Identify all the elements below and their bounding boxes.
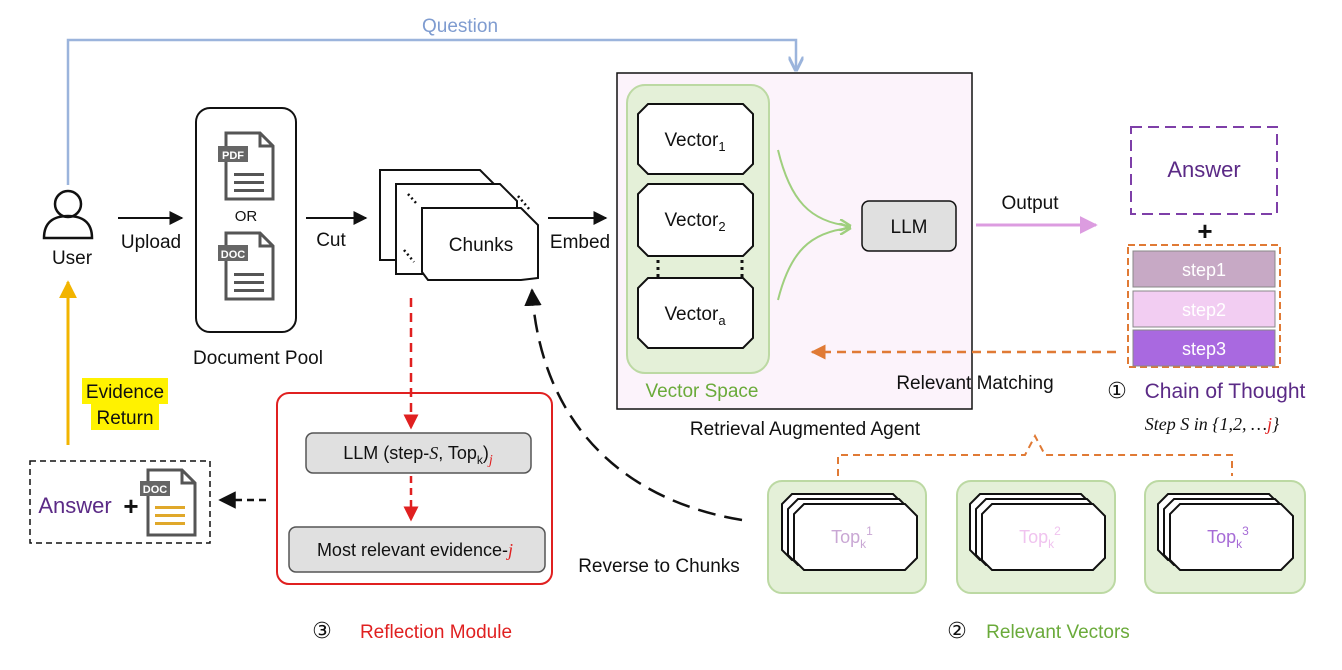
question-label: Question (422, 16, 498, 37)
cot-plus: + (1197, 216, 1212, 246)
or-label: OR (235, 208, 258, 225)
steps-outline (1127, 244, 1281, 368)
cot-number: ① (1107, 378, 1127, 403)
cot-answer-box (1130, 126, 1278, 215)
relevant-vector-group-3: Topk3 (1144, 480, 1306, 594)
vector-box-2: Vector2 (637, 183, 754, 257)
vector-to-llm-arrow-bottom (777, 228, 850, 301)
question-arrow (66, 38, 796, 185)
step-box-1: step1 (1132, 250, 1276, 288)
svg-text:Topk2: Topk2 (1019, 524, 1061, 551)
evidence-box (288, 526, 546, 573)
retrieval-agent-label: Retrieval Augmented Agent (690, 419, 921, 440)
svg-text:Vector1: Vector1 (664, 130, 725, 154)
cut-label: Cut (316, 230, 346, 251)
evidence-return-line2: Return (96, 408, 153, 429)
evidence-label: Most relevant evidence-j (317, 540, 513, 560)
relevant-vectors-bracket (837, 433, 1233, 476)
user-icon (42, 189, 94, 240)
rv-label: Relevant Vectors (986, 622, 1130, 643)
rm-label: Reflection Module (360, 622, 512, 643)
rv-number: ② (947, 618, 967, 643)
final-answer-label: Answer (38, 493, 111, 518)
cot-label: Chain of Thought (1145, 380, 1306, 403)
rm-number: ③ (312, 618, 332, 643)
reverse-to-chunks-arrow (524, 288, 743, 522)
final-plus: + (123, 491, 138, 521)
svg-text:step3: step3 (1182, 339, 1226, 359)
svg-text:step1: step1 (1182, 260, 1226, 280)
step-box-2: step2 (1132, 290, 1276, 328)
llm-box (861, 200, 957, 252)
cot-answer-label: Answer (1167, 157, 1240, 182)
step-box-3: step3 (1132, 329, 1276, 367)
vector-box-a: Vectora (637, 277, 754, 349)
pdf-file-icon: PDF (218, 131, 275, 201)
svg-text:DOC: DOC (221, 249, 246, 261)
output-label: Output (1001, 193, 1059, 214)
user-label: User (52, 248, 93, 269)
embed-label: Embed (550, 232, 610, 253)
evidence-highlight-2 (91, 404, 159, 430)
svg-text:Vector2: Vector2 (664, 210, 725, 234)
reflection-llm-label: LLM (step-S, Topk)j (343, 443, 493, 468)
evidence-return-line1: Evidence (86, 382, 164, 403)
vector-box-1: Vector1 (637, 103, 754, 175)
llm-label: LLM (891, 217, 928, 238)
svg-text:PDF: PDF (222, 150, 244, 162)
svg-text:DOC: DOC (143, 484, 168, 496)
relevant-vector-group-1: Topk1 (767, 480, 927, 594)
evidence-highlight-1 (82, 378, 168, 404)
svg-text:Vectora: Vectora (664, 304, 726, 328)
svg-text:Topk3: Topk3 (1207, 524, 1249, 551)
evidence-doc-icon: DOC (140, 468, 197, 537)
document-pool-label: Document Pool (193, 348, 323, 369)
relevant-matching-label: Relevant Matching (896, 373, 1053, 394)
upload-label: Upload (121, 232, 181, 253)
vector-to-llm-arrow-top (777, 149, 850, 226)
svg-text:Topk1: Topk1 (831, 524, 873, 551)
chunks-label: Chunks (449, 235, 513, 256)
relevant-vector-group-2: Topk2 (956, 480, 1116, 594)
step-s-text: Step S in {1,2, …j} (1145, 414, 1280, 434)
reflection-llm-box (305, 432, 532, 474)
vector-space-label: Vector Space (645, 381, 758, 402)
reverse-to-chunks-label: Reverse to Chunks (578, 556, 740, 577)
doc-file-icon: DOC (218, 231, 275, 301)
svg-text:step2: step2 (1182, 300, 1226, 320)
chunks-stack (379, 169, 539, 281)
